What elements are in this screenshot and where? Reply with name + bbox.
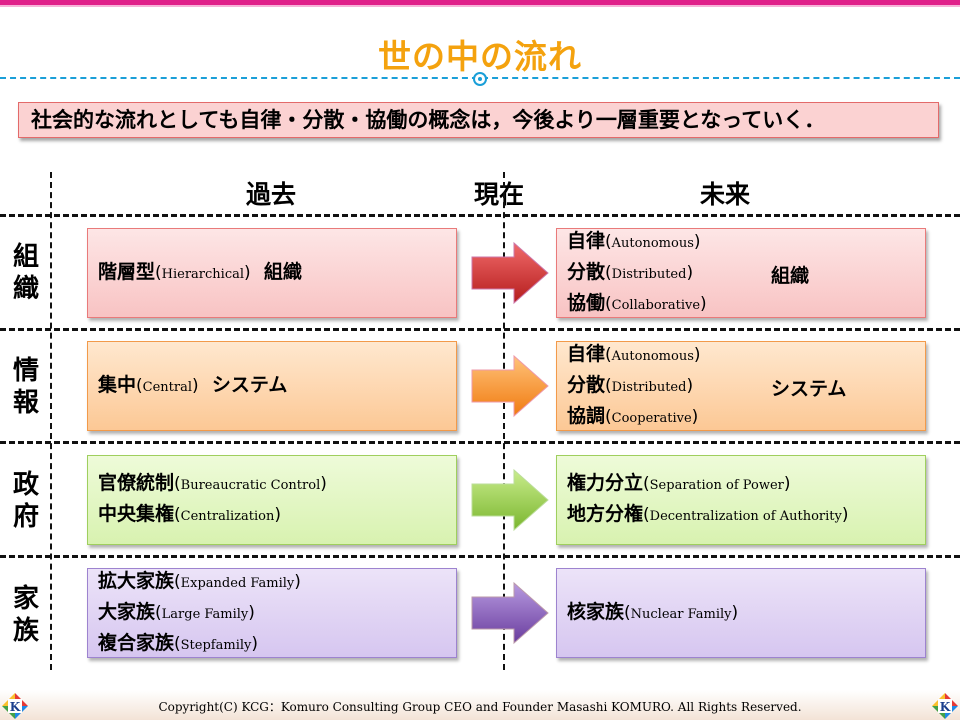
grid-line-row-2 xyxy=(0,441,960,444)
list-item: 分散(Distributed) xyxy=(567,258,925,289)
row-label-char: 報 xyxy=(12,388,39,418)
item-en: Expanded Family xyxy=(180,575,295,591)
item-jp: 分散 xyxy=(567,373,606,396)
list-item: 分散(Distributed) xyxy=(567,371,925,402)
list-item: 官僚統制(Bureaucratic Control) xyxy=(98,469,456,500)
item-jp: 中央集権 xyxy=(98,503,175,525)
item-jp: 協調 xyxy=(567,404,606,427)
row-label-government: 政 府 xyxy=(10,469,42,533)
grid-line-row-top xyxy=(0,214,960,217)
row-label-char: 府 xyxy=(12,502,39,532)
list-item: 拡大家族(Expanded Family) xyxy=(98,567,456,598)
row-label-family: 家 族 xyxy=(10,583,42,647)
item-jp: 集中 xyxy=(98,373,137,396)
row-label-char: 政 xyxy=(12,470,39,500)
future-box-organization: 自律(Autonomous) 分散(Distributed) 協働(Collab… xyxy=(556,228,926,318)
item-jp: 核家族 xyxy=(567,600,625,623)
item-en: Distributed xyxy=(611,266,687,282)
item-jp: 自律 xyxy=(567,229,606,252)
summary-banner: 社会的な流れとしても自律・分散・協働の概念は，今後より一層重要となっていく． xyxy=(18,102,939,138)
svg-text:K: K xyxy=(10,700,21,714)
kcg-logo-icon: K xyxy=(932,693,958,719)
item-en: Separation of Power xyxy=(649,478,784,493)
row-label-char: 織 xyxy=(12,274,39,304)
grid-line-present xyxy=(503,172,505,670)
item-en: Centralization xyxy=(180,509,275,524)
item-en: Collaborative xyxy=(611,297,701,313)
row-label-char: 族 xyxy=(12,616,39,646)
top-accent-bar xyxy=(0,0,960,5)
arrow-right-icon xyxy=(471,581,549,645)
item-en: Distributed xyxy=(611,379,687,395)
list-item: 大家族(Large Family) xyxy=(98,598,456,629)
arrow-right-icon xyxy=(471,241,549,305)
copyright-text: Copyright(C) KCG：Komuro Consulting Group… xyxy=(158,700,802,714)
item-jp: 官僚統制 xyxy=(98,472,175,494)
row-label-char: 組 xyxy=(12,242,39,272)
row-label-char: 家 xyxy=(12,584,39,614)
future-box-family: 核家族(Nuclear Family) xyxy=(556,568,926,658)
grid-line-row-1 xyxy=(0,328,960,331)
item-tail: 組織 xyxy=(263,260,302,283)
item-jp: 拡大家族 xyxy=(98,569,175,592)
list-item: 複合家族(Stepfamily) xyxy=(98,629,456,660)
item-jp: 地方分権 xyxy=(567,503,644,525)
item-jp: 大家族 xyxy=(98,600,156,623)
past-box-family: 拡大家族(Expanded Family) 大家族(Large Family) … xyxy=(87,568,457,658)
list-item: 地方分権(Decentralization of Authority) xyxy=(567,500,925,531)
kcg-logo-icon: K xyxy=(2,693,28,719)
column-header-past: 過去 xyxy=(246,180,297,209)
list-item: 核家族(Nuclear Family) xyxy=(567,598,925,629)
item-jp: 自律 xyxy=(567,342,606,365)
item-en: Autonomous xyxy=(611,235,694,251)
slide-title: 世の中の流れ xyxy=(378,37,582,76)
past-box-information: 集中(Central) システム xyxy=(87,341,457,431)
list-item: 自律(Autonomous) xyxy=(567,227,925,258)
item-jp: 階層型 xyxy=(98,260,156,283)
item-en: Autonomous xyxy=(611,348,694,364)
row-label-organization: 組 織 xyxy=(10,241,42,305)
future-box-government: 権力分立(Separation of Power) 地方分権(Decentral… xyxy=(556,455,926,545)
item-en: Stepfamily xyxy=(180,637,252,653)
item-en: Large Family xyxy=(161,606,249,622)
list-item: 自律(Autonomous) xyxy=(567,340,925,371)
footer-band xyxy=(0,690,960,720)
item-jp: 複合家族 xyxy=(98,631,175,654)
item-en: Hierarchical xyxy=(161,266,245,282)
past-box-government: 官僚統制(Bureaucratic Control) 中央集権(Centrali… xyxy=(87,455,457,545)
item-en: Bureaucratic Control xyxy=(180,478,321,493)
item-en: Central xyxy=(142,379,193,395)
list-item: 協調(Cooperative) xyxy=(567,402,925,433)
item-jp: 権力分立 xyxy=(567,472,644,494)
grid-line-label-divider xyxy=(50,172,52,670)
item-en: Nuclear Family xyxy=(630,606,732,622)
column-header-future: 未来 xyxy=(700,180,751,209)
row-label-information: 情 報 xyxy=(10,355,42,419)
list-item: 集中(Central) システム xyxy=(98,371,456,402)
list-item: 中央集権(Centralization) xyxy=(98,500,456,531)
item-tail: システム xyxy=(211,373,288,396)
top-accent-bar-light xyxy=(0,5,960,7)
divider-ornament-icon xyxy=(473,72,487,86)
item-en: Cooperative xyxy=(611,410,692,426)
item-jp: 協働 xyxy=(567,291,606,314)
list-item: 協働(Collaborative) xyxy=(567,289,925,320)
item-en: Decentralization of Authority xyxy=(649,509,842,524)
item-jp: 分散 xyxy=(567,260,606,283)
future-suffix-information: システム xyxy=(771,378,847,400)
arrow-right-icon xyxy=(471,354,549,418)
past-box-organization: 階層型(Hierarchical) 組織 xyxy=(87,228,457,318)
list-item: 階層型(Hierarchical) 組織 xyxy=(98,258,456,289)
list-item: 権力分立(Separation of Power) xyxy=(567,469,925,500)
column-header-present: 現在 xyxy=(474,180,525,209)
svg-text:K: K xyxy=(940,700,951,714)
future-suffix-organization: 組織 xyxy=(771,265,810,287)
grid-line-row-3 xyxy=(0,555,960,558)
future-box-information: 自律(Autonomous) 分散(Distributed) 協調(Cooper… xyxy=(556,341,926,431)
row-label-char: 情 xyxy=(12,356,39,386)
arrow-right-icon xyxy=(471,468,549,532)
